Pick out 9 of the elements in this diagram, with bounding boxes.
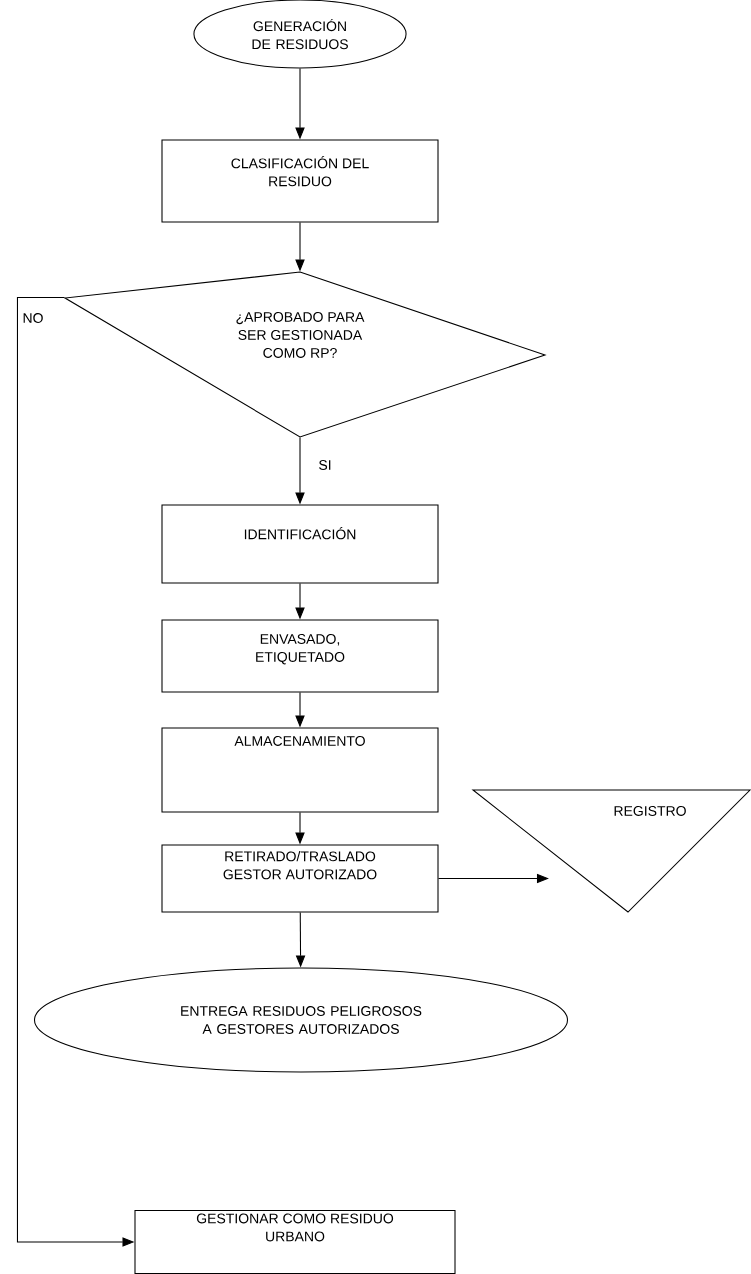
arrow (438, 873, 549, 884)
process-box: ENVASADO, ETIQUETADO (161, 619, 439, 693)
process-box: GESTIONAR COMO RESIDUO URBANO (134, 1209, 456, 1274)
edge-label: SI (317, 458, 333, 472)
edge-label: NO (21, 311, 45, 325)
process-box: CLASIFICACIÓN DEL RESIDUO (161, 139, 439, 223)
process-box: ALMACENAMIENTO (161, 727, 439, 813)
process-box: RETIRADO/TRASLADO GESTOR AUTORIZADO (161, 844, 439, 913)
process-box: IDENTIFICACIÓN (161, 504, 439, 584)
